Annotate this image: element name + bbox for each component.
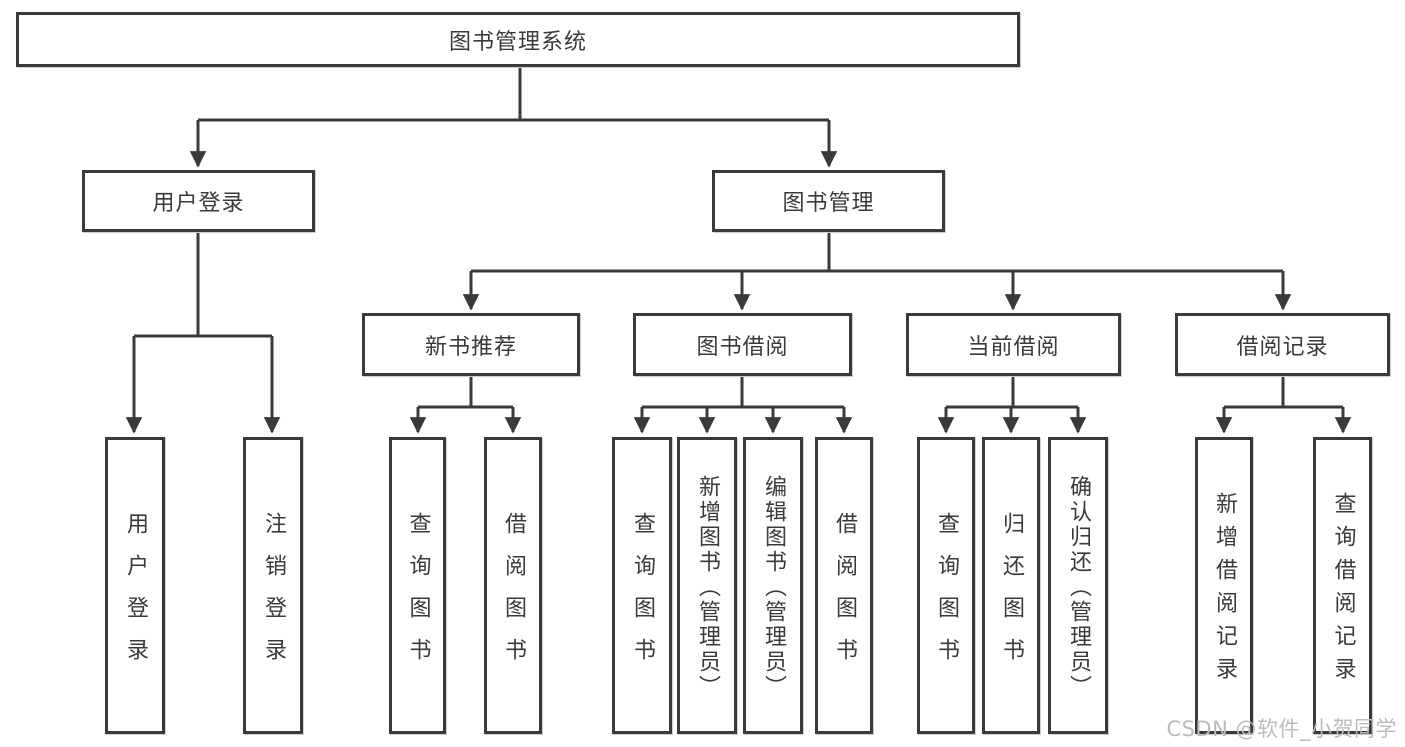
- node-label: 查询图书: [405, 511, 431, 680]
- node-book-management: 图书管理: [712, 170, 945, 232]
- node-user-login: 用户登录: [82, 170, 315, 232]
- node-label: 新增借阅记录: [1212, 492, 1237, 690]
- leaf-add-borrow-record: 新增借阅记录: [1195, 437, 1253, 734]
- leaf-add-books-admin: 新增图书（管理员）: [677, 437, 737, 734]
- node-new-book-recommend: 新书推荐: [362, 313, 580, 376]
- csdn-watermark: CSDN @软件_小贺同学: [1166, 717, 1397, 741]
- node-label: 当前借阅: [967, 334, 1060, 360]
- node-label: 新书推荐: [424, 334, 517, 360]
- node-label: 查询借阅记录: [1330, 492, 1356, 690]
- node-label: 注销登录: [261, 511, 286, 680]
- leaf-borrow-books-recommend: 借阅图书: [484, 437, 542, 734]
- leaf-user-login: 用户登录: [105, 437, 165, 734]
- leaf-borrow-books: 借阅图书: [815, 437, 873, 734]
- leaf-logout: 注销登录: [243, 437, 303, 734]
- node-current-borrowing: 当前借阅: [906, 313, 1121, 376]
- node-label: 借阅图书: [832, 511, 857, 680]
- leaf-query-borrow-record: 查询借阅记录: [1313, 437, 1372, 734]
- node-borrowing-records: 借阅记录: [1175, 313, 1390, 376]
- node-label: 图书借阅: [696, 334, 789, 360]
- leaf-return-books: 归还图书: [982, 437, 1040, 734]
- node-label: 归还图书: [999, 511, 1024, 680]
- node-label: 图书管理系统: [448, 29, 587, 55]
- leaf-edit-books-admin: 编辑图书（管理员）: [743, 437, 803, 734]
- node-root-system: 图书管理系统: [16, 12, 1020, 67]
- node-label: 新增图书（管理员）: [695, 474, 720, 700]
- leaf-query-books-current: 查询图书: [917, 437, 975, 734]
- node-label: 确认归还（管理员）: [1066, 474, 1091, 700]
- node-label: 用户登录: [152, 191, 245, 216]
- node-label: 查询图书: [934, 511, 959, 680]
- leaf-query-books-recommend: 查询图书: [389, 437, 446, 734]
- node-book-borrowing: 图书借阅: [633, 313, 852, 376]
- node-label: 借阅图书: [501, 511, 526, 680]
- node-label: 借阅记录: [1236, 334, 1329, 360]
- node-label: 查询图书: [630, 511, 655, 680]
- leaf-query-books-borrow: 查询图书: [612, 437, 672, 734]
- node-label: 图书管理: [782, 191, 875, 216]
- node-label: 编辑图书（管理员）: [761, 474, 786, 700]
- node-label: 用户登录: [123, 511, 148, 680]
- leaf-confirm-return-admin: 确认归还（管理员）: [1048, 437, 1108, 734]
